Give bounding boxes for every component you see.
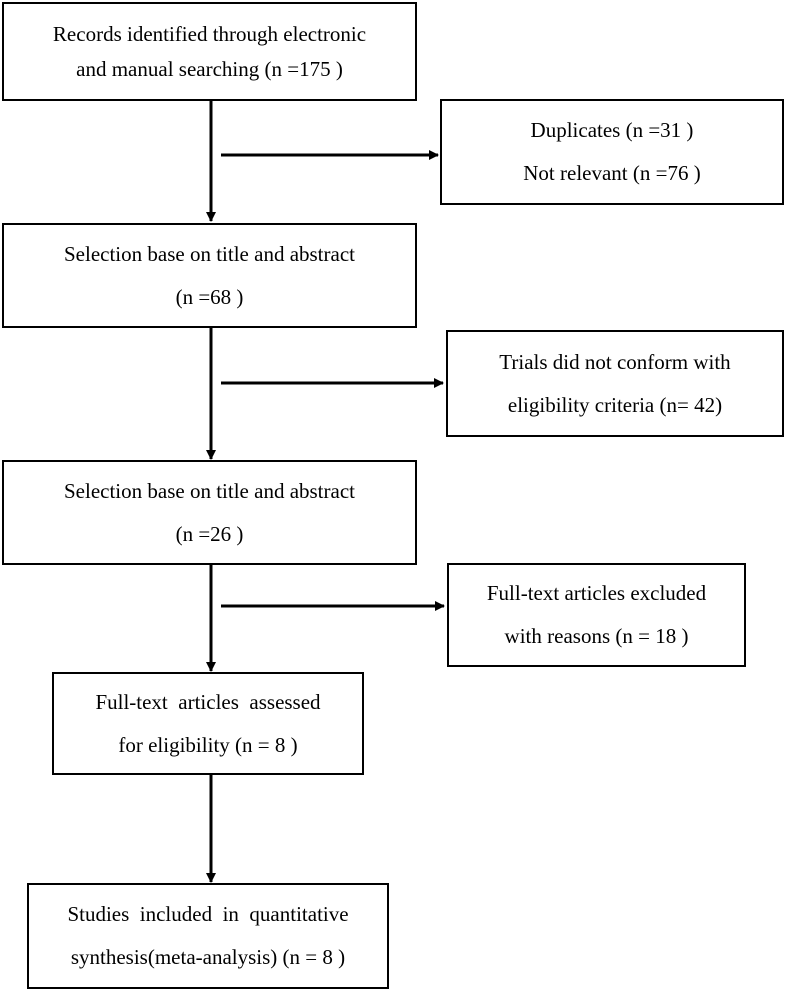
duplicates-line-2: Not relevant (n =76 ) xyxy=(523,161,701,185)
selection-2-line-1: Selection base on title and abstract xyxy=(64,478,355,503)
selection-title-abstract-box-1: Selection base on title and abstract (n … xyxy=(2,223,417,328)
selection-1-line-2: (n =68 ) xyxy=(175,284,244,309)
records-identified-line-1: Records identified through electronic xyxy=(52,21,367,46)
trials-excluded-line-1: Trials did not conform with xyxy=(499,349,731,374)
trials-excluded-box: Trials did not conform with eligibility … xyxy=(446,330,784,437)
trials-excluded-line-2: eligibility criteria (n= 42) xyxy=(507,392,723,417)
duplicates-line-1: Duplicates (n =31 ) xyxy=(530,118,694,142)
fulltext-assessed-line-1: Full-text articles assessed xyxy=(95,689,321,714)
studies-included-box: Studies included in quantitative synthes… xyxy=(27,883,389,989)
selection-1-line-1: Selection base on title and abstract xyxy=(64,241,355,266)
studies-included-line-1: Studies included in quantitative xyxy=(67,902,349,926)
studies-included-line-2: synthesis(meta-analysis) (n = 8 ) xyxy=(70,945,346,969)
fulltext-excluded-line-2: with reasons (n = 18 ) xyxy=(504,624,689,648)
selection-2-line-2: (n =26 ) xyxy=(175,521,244,546)
fulltext-assessed-line-2: for eligibility (n = 8 ) xyxy=(118,732,298,757)
fulltext-excluded-line-1: Full-text articles excluded xyxy=(486,581,707,605)
duplicates-excluded-box: Duplicates (n =31 ) Not relevant (n =76 … xyxy=(440,99,784,205)
records-identified-box: Records identified through electronic an… xyxy=(2,2,417,101)
records-identified-line-2: and manual searching (n =175 ) xyxy=(76,56,343,81)
fulltext-assessed-box: Full-text articles assessed for eligibil… xyxy=(52,672,364,775)
fulltext-excluded-box: Full-text articles excluded with reasons… xyxy=(447,563,746,667)
selection-title-abstract-box-2: Selection base on title and abstract (n … xyxy=(2,460,417,565)
